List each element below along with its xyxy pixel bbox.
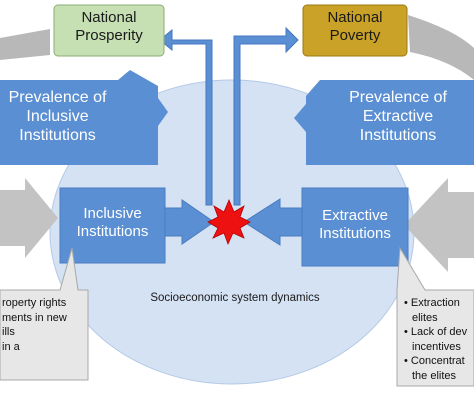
inclusive-institutions-label: Inclusive Institutions	[60, 205, 165, 241]
right-note-line-3: • Lack of dev	[404, 326, 468, 339]
inclusive-line-1: Inclusive	[83, 205, 142, 222]
national-prosperity-box	[53, 4, 165, 57]
extractive-institutions-box	[301, 187, 409, 267]
extractive-to-center-arrow	[243, 198, 303, 246]
left-note-box	[0, 247, 89, 381]
left-note-line-2: ments in new	[2, 311, 67, 324]
national-poverty-label: National Poverty	[303, 9, 407, 45]
right-banner-shape	[294, 80, 474, 165]
left-note-line-4: in a	[2, 340, 20, 353]
left-gray-input-arrow	[0, 178, 58, 258]
inclusive-to-center-arrow	[164, 199, 215, 245]
top-left-gray-curve	[0, 29, 50, 60]
inclusive-institutions-box	[59, 187, 166, 264]
right-note-text: • Extraction elites • Lack of dev incent…	[404, 296, 474, 383]
right-note-line-5: • Concentrat	[404, 355, 465, 368]
inclusive-line-2: Institutions	[76, 223, 149, 240]
right-banner-line-2: Extractive	[362, 108, 434, 126]
national-poverty-box	[302, 4, 408, 57]
right-note-line-6: the elites	[412, 369, 457, 382]
arrow-to-poverty	[233, 26, 299, 206]
left-banner-label: Prevalence of Inclusive Institutions	[0, 88, 115, 146]
left-banner-shape	[0, 70, 168, 165]
conflict-burst	[207, 198, 251, 246]
right-note-line-4: incentives	[412, 340, 461, 353]
right-banner-line-1: Prevalence of	[349, 89, 447, 106]
right-note-line-1: • Extraction	[404, 297, 460, 309]
top-right-gray-curve	[408, 15, 474, 80]
extractive-line-1: Extractive	[322, 207, 388, 224]
right-note-line-2: elites	[412, 311, 438, 324]
extractive-line-2: Institutions	[319, 225, 391, 242]
left-banner-line-2: Inclusive	[26, 108, 89, 126]
left-banner-line-3: Institutions	[19, 127, 96, 145]
left-banner-line-1: Prevalence of	[8, 89, 107, 106]
left-note-line-3: ills	[2, 326, 15, 339]
prosperity-line-2: Prosperity	[75, 27, 143, 44]
poverty-line-1: National	[327, 9, 383, 26]
left-note-text: roperty rights ments in new ills in a	[2, 296, 86, 354]
arrow-to-prosperity	[159, 28, 213, 206]
right-banner-line-3: Institutions	[359, 127, 437, 145]
poverty-line-2: Poverty	[329, 27, 381, 44]
extractive-institutions-label: Extractive Institutions	[302, 207, 408, 243]
right-note-box	[396, 246, 474, 387]
prosperity-line-1: National	[81, 9, 137, 26]
right-gray-input-arrow	[404, 178, 474, 272]
right-banner-label: Prevalence of Extractive Institutions	[322, 88, 474, 146]
national-prosperity-label: National Prosperity	[54, 9, 164, 45]
socioeconomic-label: Socioeconomic system dynamics	[150, 292, 320, 304]
left-note-line-1: roperty rights	[2, 297, 67, 309]
